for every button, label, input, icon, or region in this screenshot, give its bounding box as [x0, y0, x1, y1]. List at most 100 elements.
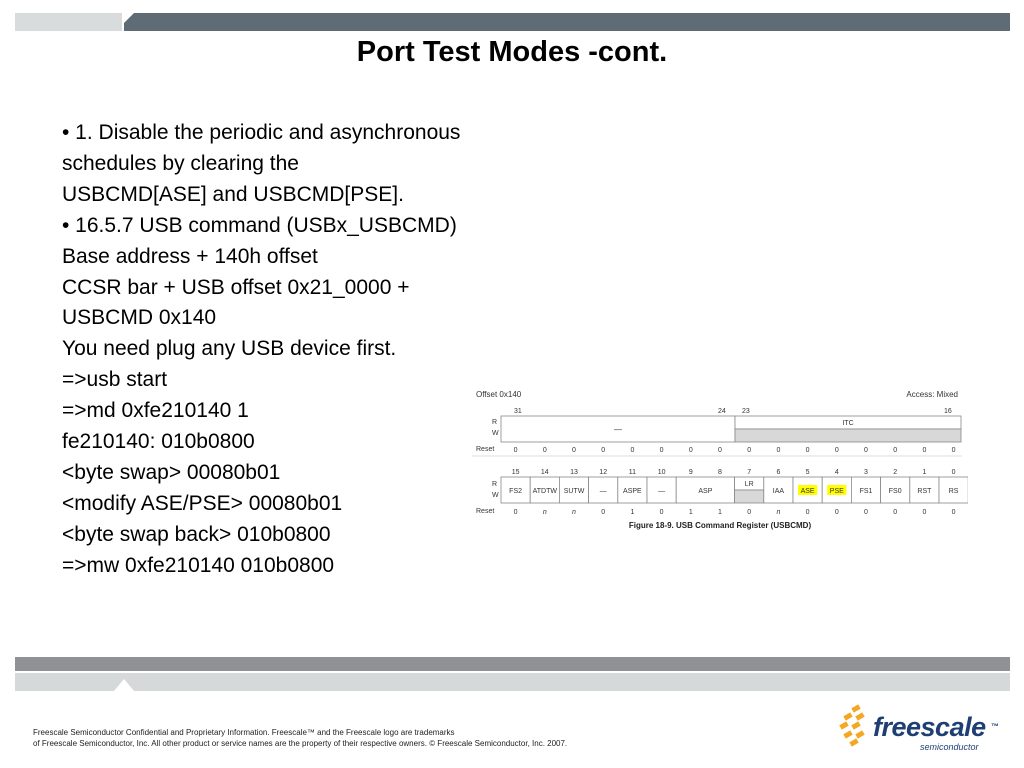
body-line: =>usb start — [62, 368, 168, 392]
bit-number: 31 — [514, 408, 522, 415]
body-line: USBCMD 0x140 — [62, 306, 217, 330]
row-label-r: R — [492, 419, 497, 426]
body-line: You need plug any USB device first. — [62, 337, 397, 361]
offset-label: Offset 0x140 — [476, 390, 522, 399]
logo-mark-icon — [839, 704, 865, 747]
field-label: — — [658, 488, 665, 495]
bit-number: 11 — [629, 469, 636, 476]
footer-text: Freescale Semiconductor Confidential and… — [33, 727, 567, 749]
body-line: =>mw 0xfe210140 010b0800 — [62, 553, 335, 577]
field-cell — [588, 476, 619, 504]
bit-number: 6 — [776, 469, 780, 476]
reset-value: 1 — [630, 509, 634, 516]
logo-trademark: ™ — [991, 722, 999, 731]
reset-value: 0 — [601, 447, 605, 454]
body-line: <modify ASE/PSE> 00080b01 — [62, 491, 343, 515]
reset-value: 0 — [514, 509, 518, 516]
bit-number: 15 — [512, 469, 520, 476]
field-highlight — [798, 485, 818, 495]
register-diagram: Offset 0x140 Access: Mixed 31 24 23 16 R… — [472, 390, 969, 530]
field-label: FS2 — [509, 488, 522, 495]
body-line: <byte swap back> 010b0800 — [62, 522, 331, 546]
bit-number: 13 — [570, 469, 578, 476]
field-cell — [617, 476, 648, 504]
field-cell — [646, 476, 677, 504]
body-line: • 16.5.7 USB command (USBx_USBCMD) — [62, 213, 457, 237]
field-label: RST — [917, 488, 932, 495]
reset-value: 0 — [630, 447, 634, 454]
bit-number: 7 — [747, 469, 751, 476]
reset-value: 0 — [718, 447, 722, 454]
field-cell — [938, 476, 969, 504]
reset-value: 0 — [922, 447, 926, 454]
itc-label: ITC — [842, 420, 853, 427]
reset-value: 0 — [660, 509, 664, 516]
body-line: <byte swap> 00080b01 — [62, 460, 281, 484]
bit-number: 3 — [864, 469, 868, 476]
reset-value: 0 — [922, 509, 926, 516]
reset-value: 0 — [952, 509, 956, 516]
reset-value: n — [776, 509, 780, 516]
header-bar-left — [15, 13, 122, 31]
bit-number: 1 — [922, 469, 926, 476]
field-highlight — [827, 485, 847, 495]
figure-caption: Figure 18-9. USB Command Register (USBCM… — [629, 521, 812, 530]
field-label: ATDTW — [533, 488, 558, 495]
bit-number: 4 — [835, 469, 839, 476]
field-cell — [559, 476, 590, 504]
reset-value: 0 — [514, 447, 518, 454]
field-cell — [850, 476, 881, 504]
reset-value: 0 — [864, 447, 868, 454]
bit-number: 24 — [718, 408, 726, 415]
reset-value: 0 — [806, 509, 810, 516]
body-line: Base address + 140h offset — [62, 244, 318, 268]
field-label: — — [600, 488, 607, 495]
footer-bar-light — [15, 673, 1010, 691]
itc-write-field — [734, 428, 962, 443]
reset-value: 0 — [835, 447, 839, 454]
bit-number: 10 — [658, 469, 666, 476]
field-cell — [529, 476, 560, 504]
reset-value: 0 — [572, 447, 576, 454]
bit-number: 12 — [599, 469, 607, 476]
bit-number: 9 — [689, 469, 693, 476]
reserved-dash: — — [614, 425, 622, 434]
field-label: PSE — [830, 488, 844, 495]
reset-value: 0 — [660, 447, 664, 454]
reset-value: 0 — [893, 447, 897, 454]
bit-number: 0 — [952, 469, 956, 476]
row-label-r: R — [492, 481, 497, 488]
freescale-logo: freescale ™ semiconductor — [838, 700, 999, 756]
footer-line: Freescale Semiconductor Confidential and… — [33, 728, 455, 737]
field-cell-write — [734, 489, 765, 504]
body-line: CCSR bar + USB offset 0x21_0000 + — [62, 275, 410, 299]
field-cell — [909, 476, 940, 504]
field-label: SUTW — [564, 488, 585, 495]
body-line: schedules by clearing the — [62, 151, 299, 175]
body-line: =>md 0xfe210140 1 — [62, 399, 249, 423]
field-label: FS1 — [860, 488, 873, 495]
field-cell — [500, 476, 531, 504]
row-label-w: W — [492, 430, 499, 437]
bit-number: 16 — [944, 408, 952, 415]
bit-number: 14 — [541, 469, 549, 476]
reset-value: 0 — [747, 509, 751, 516]
row-label-reset: Reset — [476, 446, 494, 453]
reset-value: 0 — [543, 447, 547, 454]
row-label-reset: Reset — [476, 508, 494, 515]
bit-number: 2 — [893, 469, 897, 476]
reset-value: n — [543, 509, 547, 516]
logo-wordmark: freescale — [873, 712, 986, 742]
logo-subtitle: semiconductor — [920, 742, 979, 752]
reset-value: 0 — [952, 447, 956, 454]
bit-number: 8 — [718, 469, 722, 476]
register-figure: Offset 0x140 Access: Mixed 31 24 23 16 R… — [472, 386, 969, 534]
field-label: RS — [949, 488, 959, 495]
field-label: LR — [745, 481, 754, 488]
reset-value: n — [572, 509, 576, 516]
body-line: • 1. Disable the periodic and asynchrono… — [62, 121, 461, 144]
field-label: IAA — [773, 488, 785, 495]
